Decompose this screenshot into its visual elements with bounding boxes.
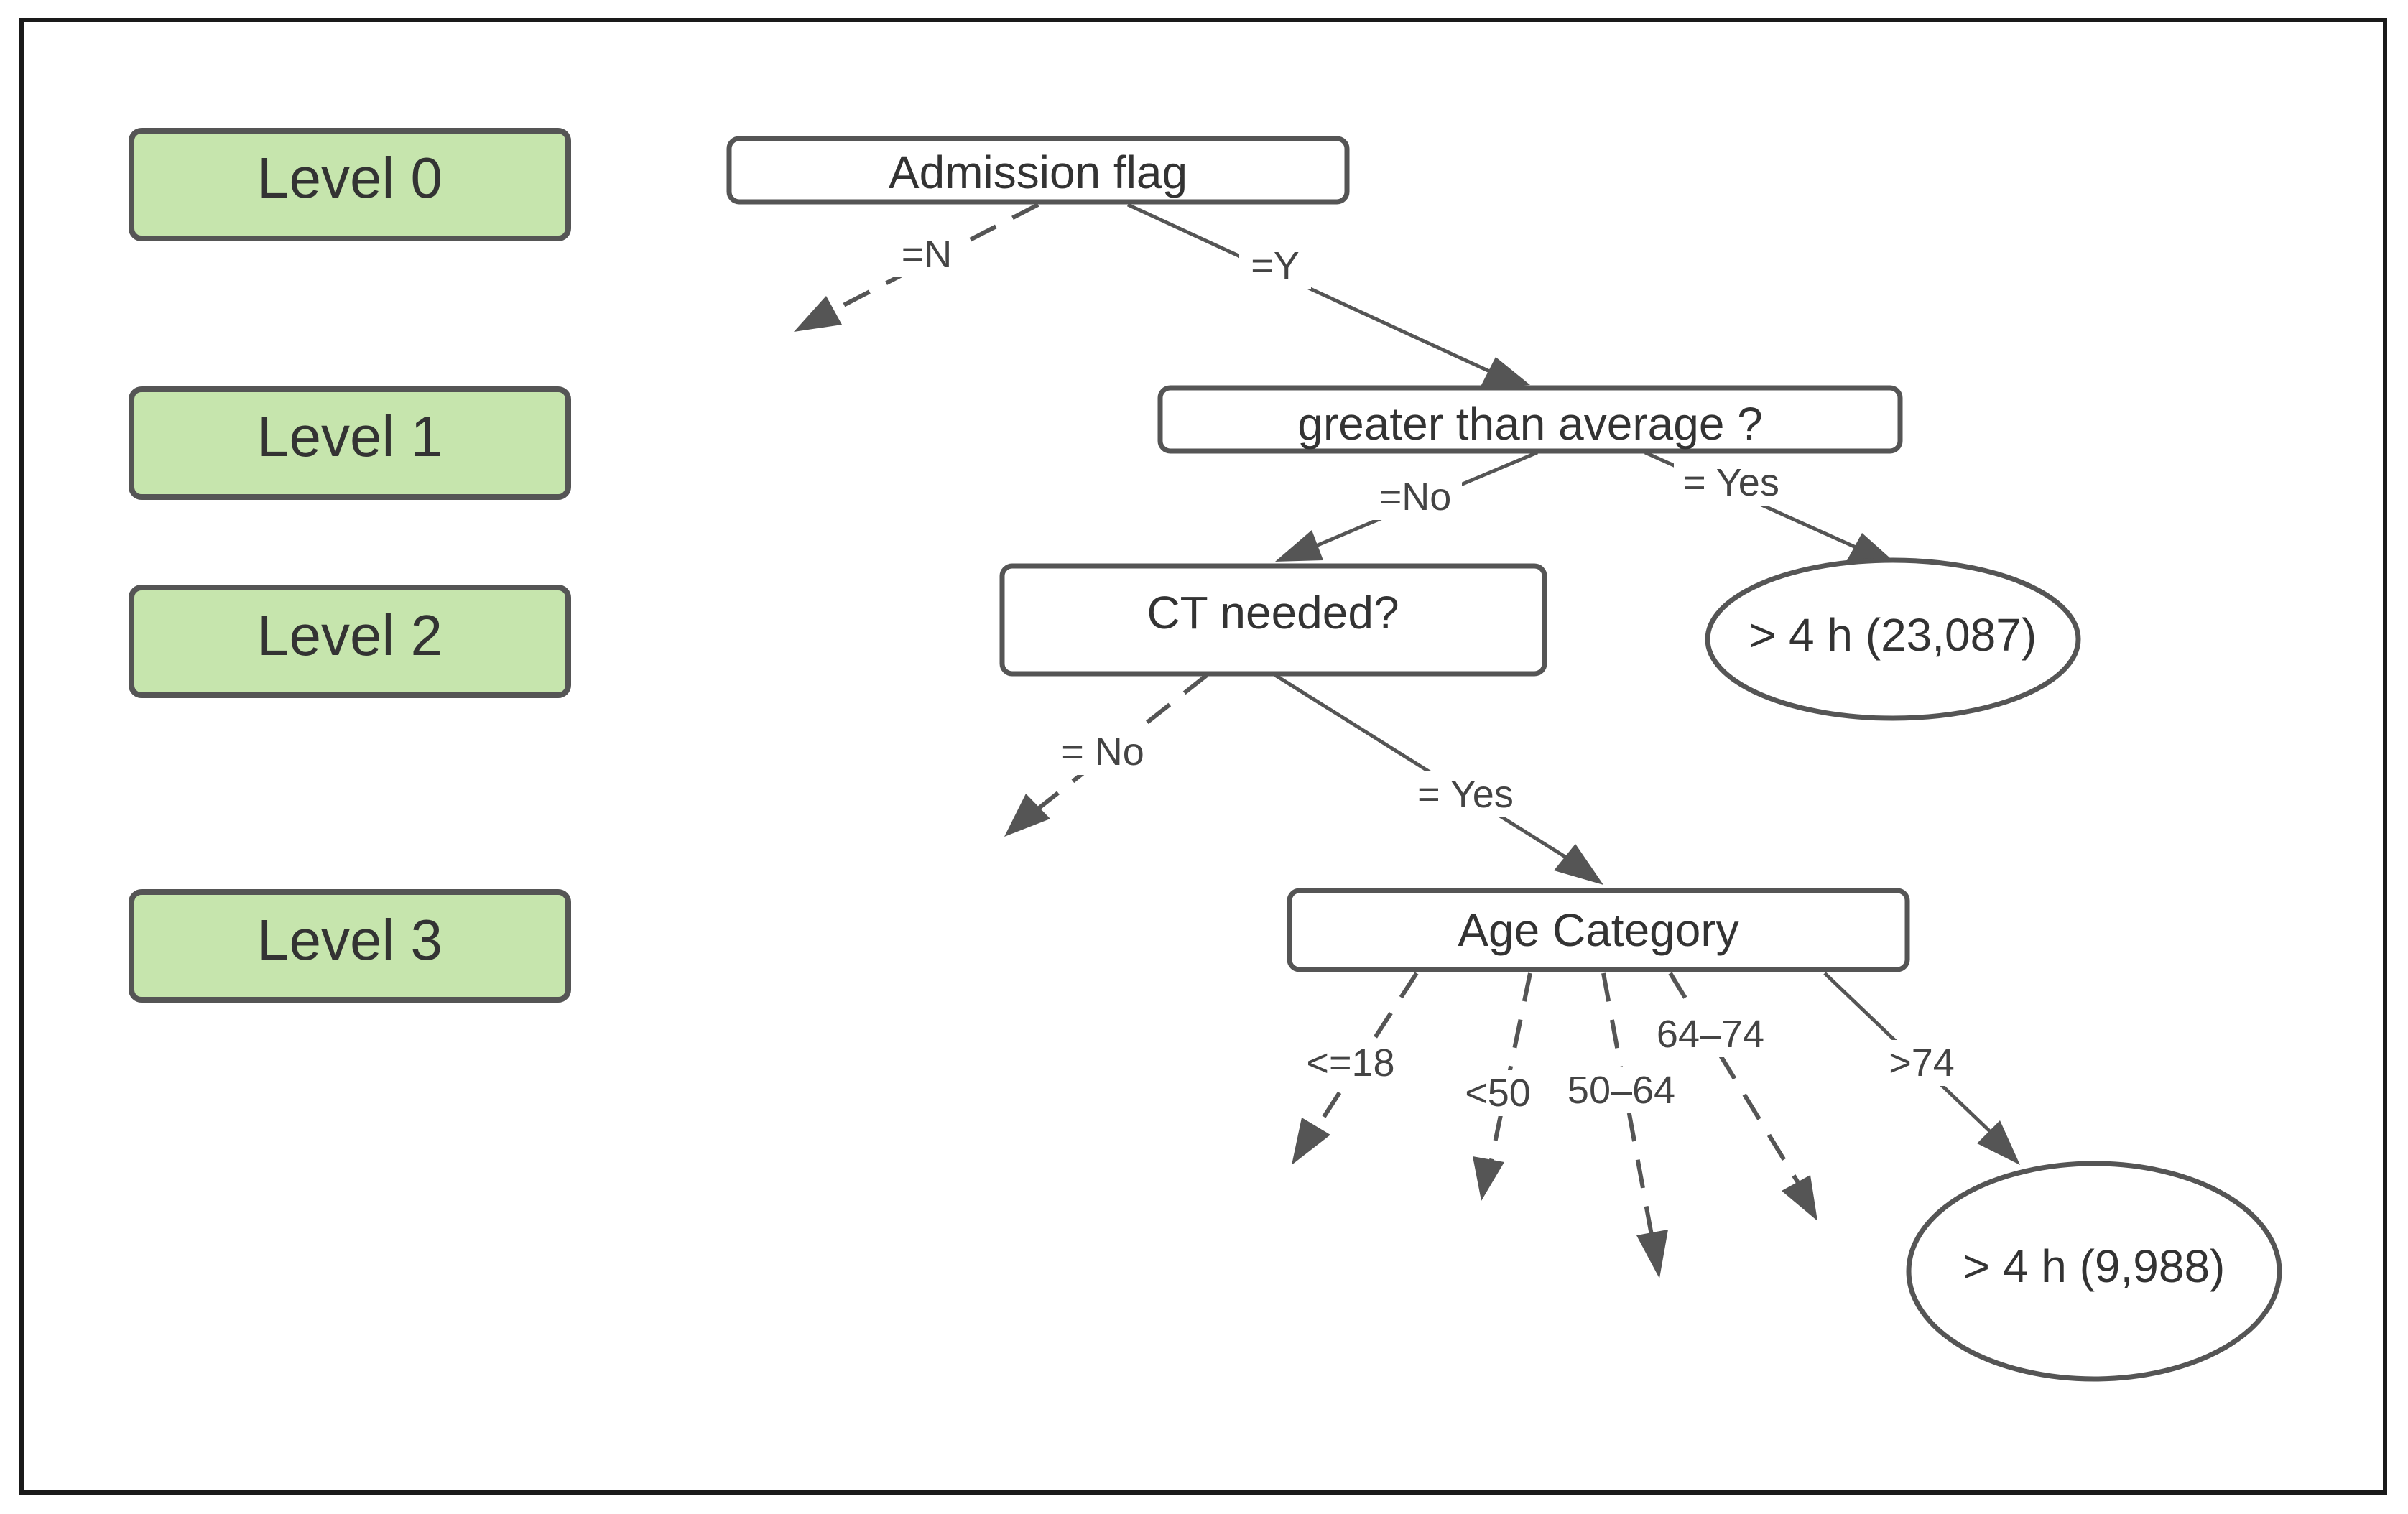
node-greater-than-average: greater than average ? xyxy=(1157,385,1903,454)
edge-label: 50–64 xyxy=(1567,1069,1675,1112)
level-label-text: Level 0 xyxy=(257,146,443,210)
edge-greater-yes: = Yes xyxy=(1644,450,1897,564)
node-admission-flag: Admission flag xyxy=(726,136,1350,205)
edge-admission-y: =Y xyxy=(1126,203,1530,388)
node-age-category: Age Category xyxy=(1287,888,1910,972)
edge-age-le18: <=18 xyxy=(1292,972,1419,1165)
edge-label: <=18 xyxy=(1306,1041,1394,1085)
level-label-1: Level 1 xyxy=(129,386,571,500)
edge-ct-no: = No xyxy=(1004,673,1208,837)
edge-ct-yes: = Yes xyxy=(1274,673,1603,885)
level-label-2: Level 2 xyxy=(129,585,571,698)
node-label: CT needed? xyxy=(1147,587,1399,638)
edge-label: =Y xyxy=(1251,244,1300,287)
edge-label: = Yes xyxy=(1683,461,1779,504)
level-label-text: Level 1 xyxy=(257,404,443,468)
edge-greater-no: =No xyxy=(1275,450,1538,562)
level-label-3: Level 3 xyxy=(129,889,571,1003)
node-label: greater than average ? xyxy=(1297,398,1763,450)
leaf-over-4h-23087: > 4 h (23,087) xyxy=(1705,557,2081,721)
edge-age-lt50: <50 xyxy=(1458,972,1537,1201)
edge-label: =N xyxy=(902,233,953,276)
node-label: Admission flag xyxy=(889,147,1187,198)
level-label-text: Level 2 xyxy=(257,603,443,667)
leaf-label: > 4 h (23,087) xyxy=(1749,609,2037,661)
edge-admission-n: =N xyxy=(794,203,1039,332)
edge-label: 64–74 xyxy=(1657,1013,1764,1056)
edge-age-64-74: 64–74 xyxy=(1649,972,1817,1221)
node-ct-needed: CT needed? xyxy=(999,563,1547,677)
edge-label: >74 xyxy=(1889,1041,1955,1085)
node-label: Age Category xyxy=(1458,904,1738,956)
edge-label: =No xyxy=(1379,475,1452,519)
level-label-text: Level 3 xyxy=(257,908,443,972)
level-label-0: Level 0 xyxy=(129,128,571,241)
leaf-over-4h-9988: > 4 h (9,988) xyxy=(1906,1161,2282,1382)
edge-age-50-64: 50–64 xyxy=(1560,972,1682,1278)
edge-label: = Yes xyxy=(1417,773,1514,816)
edge-label: = No xyxy=(1061,730,1144,774)
edge-label: <50 xyxy=(1465,1072,1531,1115)
edge-age-gt74: >74 xyxy=(1823,972,2020,1165)
leaf-label: > 4 h (9,988) xyxy=(1963,1240,2226,1292)
